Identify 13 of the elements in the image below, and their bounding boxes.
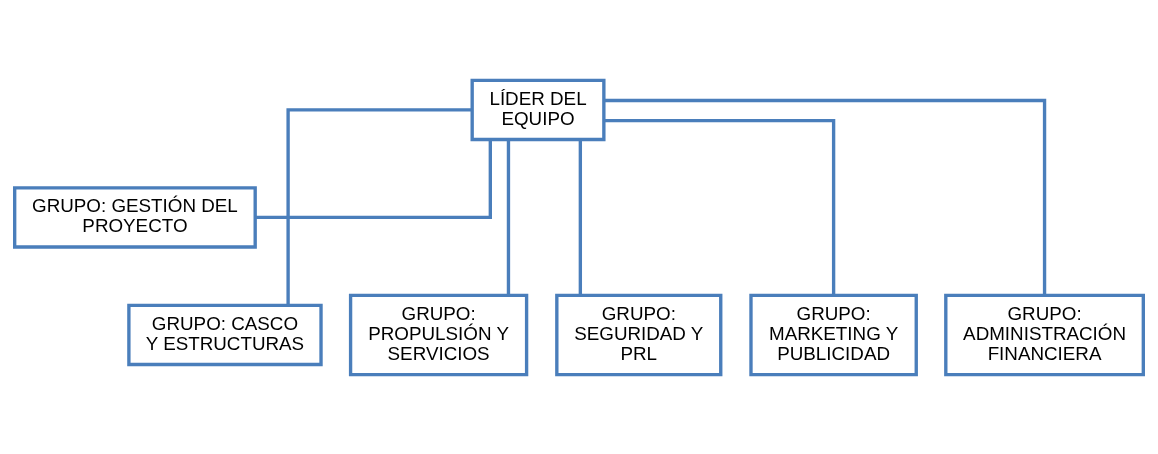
connector — [255, 139, 492, 219]
node-box: GRUPO: SEGURIDAD Y PRL — [555, 293, 723, 376]
connector — [578, 139, 582, 295]
node-box: GRUPO: MARKETING Y PUBLICIDAD — [749, 293, 918, 376]
node-box: GRUPO: PROPULSIÓN Y SERVICIOS — [348, 293, 529, 376]
node-box: GRUPO: ADMINISTRACIÓN FINANCIERA — [944, 293, 1145, 376]
node-box: LÍDER DEL EQUIPO — [470, 78, 606, 141]
connector — [604, 98, 1047, 295]
connector — [604, 118, 836, 295]
connector — [506, 139, 511, 295]
node-box: GRUPO: GESTIÓN DEL PROYECTO — [13, 185, 257, 249]
connector — [286, 107, 472, 305]
node-box: GRUPO: CASCO Y ESTRUCTURAS — [127, 303, 323, 366]
